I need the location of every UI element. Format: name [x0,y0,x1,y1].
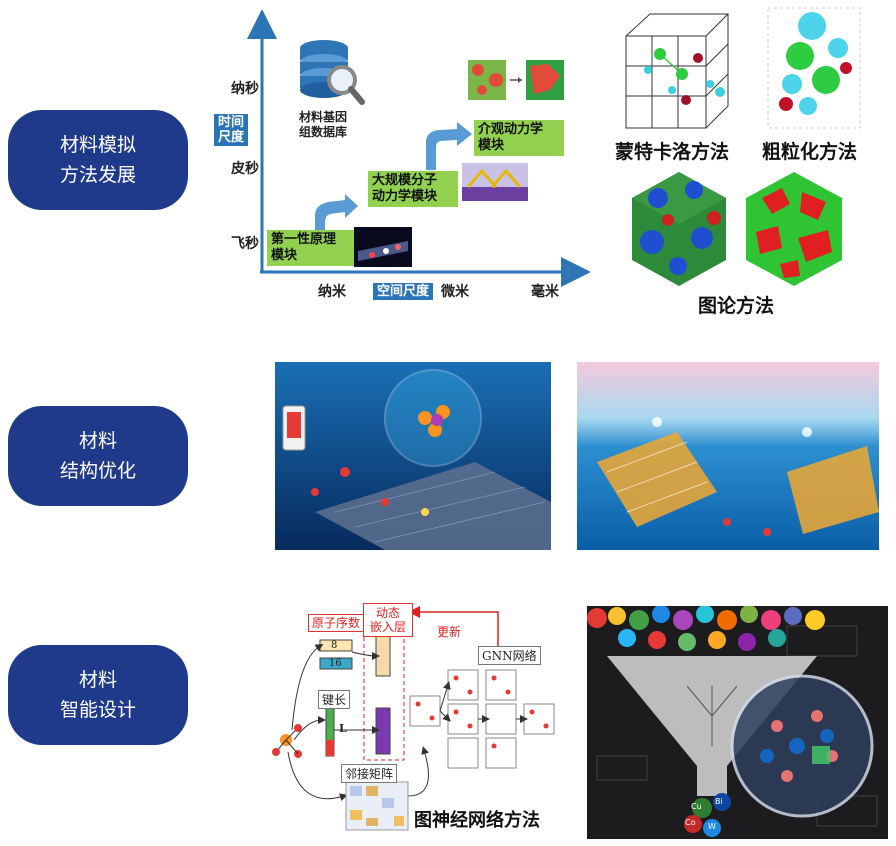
element-w: W [708,822,716,831]
row-label-line: 方法发展 [59,164,136,186]
dynamic-embedding-line: 嵌入层 [369,620,406,634]
database-label-line: 材料基因 [299,110,348,124]
module-label-line: 第一性原理 [271,232,337,247]
row-label-line: 结构优化 [59,460,136,482]
gnn-network-box: GNN网络 [478,646,541,665]
value-L: L [339,722,347,735]
step-arrow [315,194,358,236]
x-tick-mm: 毫米 [531,284,559,300]
x-tick-nm: 纳米 [318,284,346,300]
database-label: 材料基因 组数据库 [299,110,347,140]
module-label-line: 介观动力学 [478,122,544,137]
module-label-line: 模块 [478,138,505,153]
y-axis-label-line: 尺度 [218,130,245,145]
gnn-diagram [272,606,555,831]
bond-length-box: 键长 [318,690,351,709]
y-axis-label-line: 时间 [218,115,245,130]
update-label: 更新 [437,625,462,639]
gnn-method-label: 图神经网络方法 [414,810,540,831]
ml-funnel-image: Cu Bi Co W [587,606,888,839]
dynamic-embedding-box: 动态 嵌入层 [363,603,413,637]
graph-theory-label: 图论方法 [698,295,775,317]
graph-cube-blue-image [632,172,726,286]
step-arrow [426,122,472,170]
monte-carlo-label: 蒙特卡洛方法 [615,141,730,163]
adjacency-matrix-box: 邻接矩阵 [341,764,398,783]
module-label-line: 模块 [271,248,298,263]
row-label-design: 材料智能设计 [8,645,188,745]
x-tick-um: 微米 [441,284,469,300]
atomic-number-box: 原子序数 [308,614,364,632]
database-icon [300,40,365,105]
row-label-simulation: 材料模拟方法发展 [8,110,188,210]
module-label-line: 动力学模块 [372,189,438,204]
water-splitting-image [577,362,879,550]
module-first-principles: 第一性原理 模块 [267,230,355,266]
photocatalyst-image [275,362,551,550]
dynamic-embedding-line: 动态 [375,606,400,620]
nanotube-image [354,227,412,267]
element-bi: Bi [715,797,723,806]
module-large-md: 大规模分子 动力学模块 [368,171,458,207]
mesoscopic-image [468,60,564,100]
row-label-line: 材料模拟 [59,134,136,156]
module-label-line: 大规模分子 [372,173,438,188]
database-label-line: 组数据库 [299,125,348,139]
y-tick-ns: 纳秒 [231,81,259,97]
scale-axes [247,10,590,287]
y-axis-label: 时间 尺度 [214,114,249,146]
x-axis-label: 空间尺度 [373,283,434,300]
coarse-grain-label: 粗粒化方法 [762,141,858,163]
element-cu: Cu [691,802,702,811]
value-16: 16 [329,658,342,669]
element-co: Co [685,818,696,827]
md-lattice-image [462,163,528,201]
graph-cube-red-image [746,172,842,286]
coarse-grain-image [767,7,861,129]
monte-carlo-image [625,13,730,129]
value-8: 8 [331,640,338,651]
module-mesoscopic: 介观动力学 模块 [474,120,564,156]
y-tick-fs: 飞秒 [231,236,259,252]
y-tick-ps: 皮秒 [231,161,259,177]
row-label-line: 智能设计 [59,699,136,721]
row-label-structure: 材料结构优化 [8,406,188,506]
row-label-line: 材料 [78,669,117,691]
row-label-line: 材料 [78,430,117,452]
ml-funnel-graphic [587,606,878,837]
